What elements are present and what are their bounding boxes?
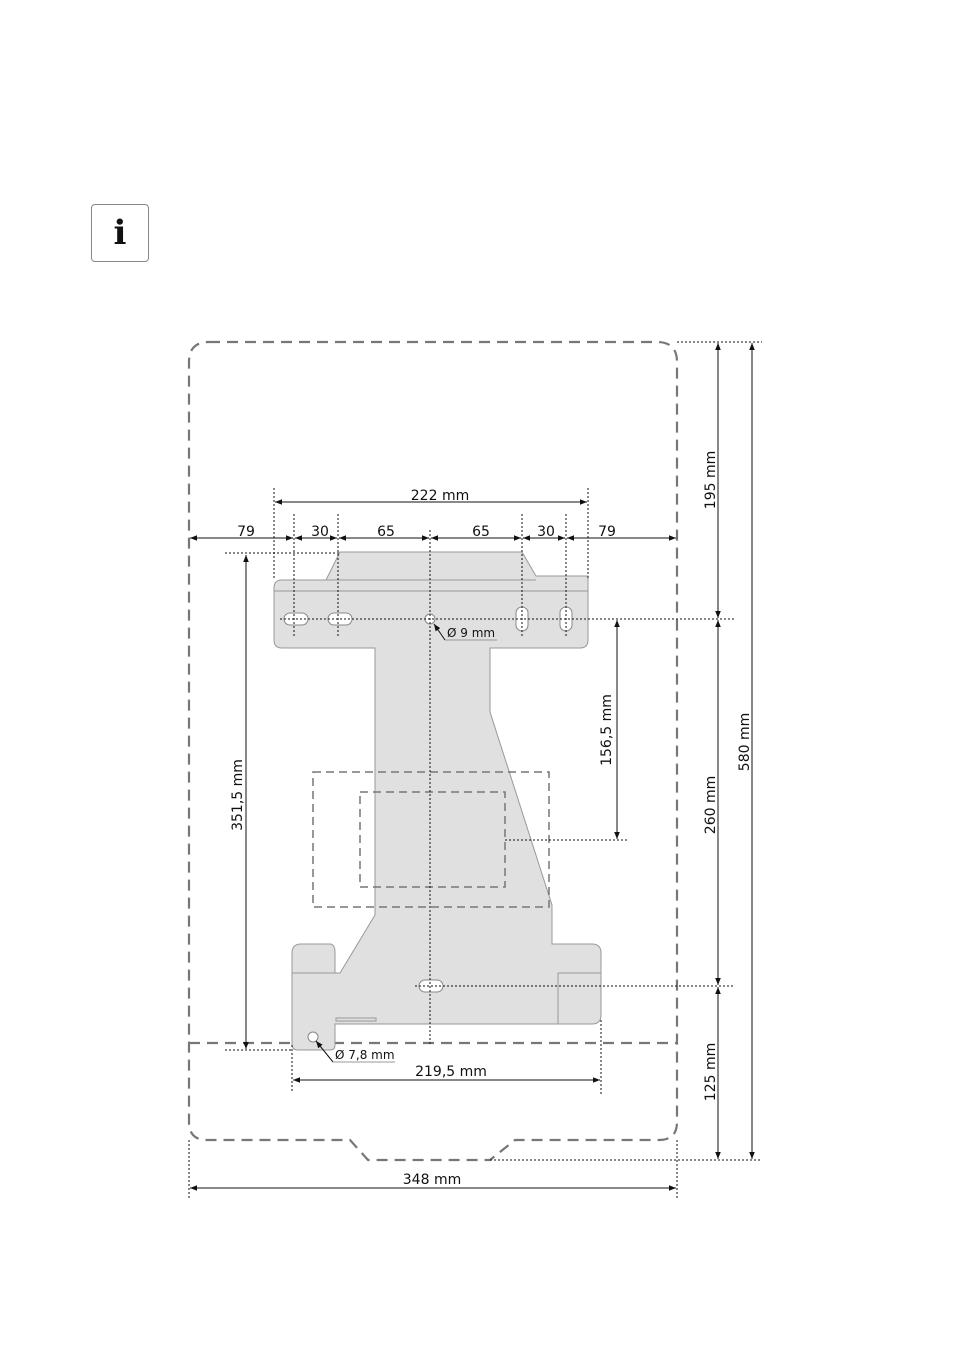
info-icon: i <box>91 204 149 262</box>
round-hole <box>307 1031 319 1043</box>
dim-spacing-4: 65 <box>472 524 490 540</box>
dimension-lines <box>190 343 755 1191</box>
dim-top-to-holes: 195 mm <box>703 451 719 509</box>
dim-overall-width: 348 mm <box>403 1172 461 1188</box>
dim-spacing-6: 79 <box>598 524 616 540</box>
dim-holes-to-lower: 260 mm <box>703 776 719 834</box>
wall-bracket <box>273 551 602 1051</box>
dim-spacing-3: 65 <box>377 524 395 540</box>
dim-bracket-width: 222 mm <box>411 488 469 504</box>
device-inner-outline <box>359 791 506 888</box>
dim-bottom-width: 219,5 mm <box>415 1064 487 1080</box>
hole-diameter-top: Ø 9 mm <box>447 626 495 640</box>
dim-spacing-1: 79 <box>237 524 255 540</box>
dim-lower-to-bottom: 125 mm <box>703 1043 719 1101</box>
hole-diameter-bottom: Ø 7,8 mm <box>335 1048 395 1062</box>
info-glyph: i <box>113 213 127 253</box>
reference-lines <box>188 341 762 1200</box>
dim-overall-height: 580 mm <box>737 713 753 771</box>
dim-bracket-height: 351,5 mm <box>230 759 246 831</box>
dim-spacing-2: 30 <box>311 524 329 540</box>
dim-spacing-5: 30 <box>537 524 555 540</box>
dim-holes-to-center: 156,5 mm <box>599 694 615 766</box>
